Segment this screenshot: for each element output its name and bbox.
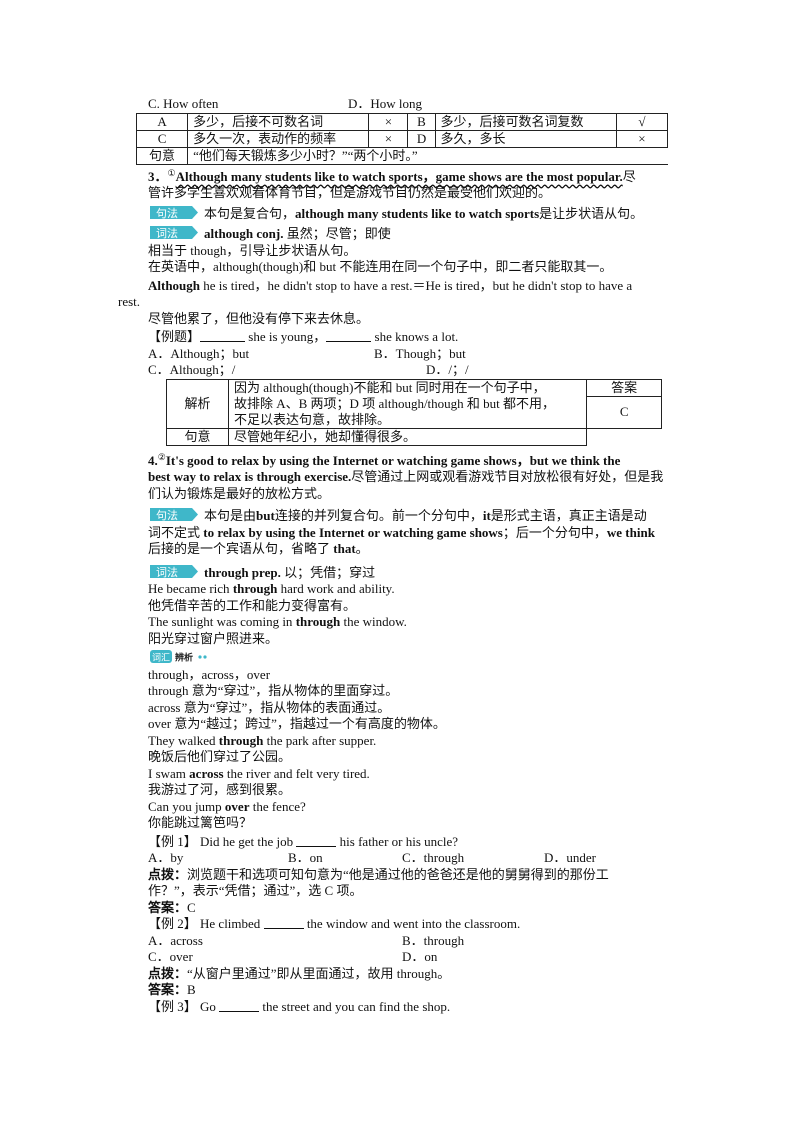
- text-line: 他凭借辛苦的工作和能力变得富有。: [148, 597, 357, 613]
- item3-sentence: 3．①Although many students like to watch …: [148, 167, 636, 184]
- options-row: A．across B．through: [148, 932, 465, 948]
- text-line: The sunlight was coming in through the w…: [148, 614, 407, 629]
- option-c: C. How often: [148, 96, 219, 111]
- answer-blank: [219, 1000, 260, 1012]
- text-line: 你能跳过篱笆吗？: [148, 815, 253, 830]
- text-line: through 意为“穿过”，指从物体的里面穿过。: [148, 683, 399, 698]
- syntax-note: 句法本句是复合句，although many students like to …: [148, 205, 680, 223]
- table-row: A 多少，后接不可数名词 × B 多少，后接可数名词复数 √: [135, 112, 669, 131]
- svg-text:词法: 词法: [156, 226, 178, 240]
- svg-text:句法: 句法: [156, 206, 178, 220]
- example-1: 【例 1】 Did he get the job his father or h…: [148, 833, 459, 849]
- answer-table-2: 解析 因为 although(though)不能和 but 同时用在一个句子中，…: [166, 378, 662, 446]
- options-row: C．over D．on: [148, 949, 438, 964]
- text-line: Can you jump over the fence?: [148, 798, 306, 814]
- example-question: 【例题】 she is young， she knows a lot.: [148, 329, 459, 344]
- answer-blank: [296, 835, 337, 847]
- table-row: C 多久一次，表动作的频率 × D 多久，多长 ×: [135, 129, 669, 148]
- text-line: 尽管他累了，但他没有停下来去休息。: [148, 310, 370, 326]
- options-row: C. How often D．How long: [148, 96, 680, 113]
- example-sentence: Although he is tired，he didn't stop to h…: [148, 277, 633, 293]
- vocab-compare-tag-icon: 词汇辨析: [148, 649, 208, 664]
- text-line: 们认为锻炼是最好的放松方式。: [148, 485, 331, 501]
- answer-blank: [326, 330, 372, 342]
- table-row: C: [167, 395, 662, 429]
- options-row: C．Although；/D．/；/: [148, 362, 469, 377]
- table-row: 句意 “他们每天锻炼多少小时？”“两个小时。”: [135, 146, 668, 165]
- syntax-note: 句法本句是由but连接的并列复合句。前一个分句中，it是形式主语，真正主语是动: [148, 507, 680, 525]
- text-line: 词不定式 to relax by using the Internet or w…: [148, 524, 655, 540]
- item4-sentence-cont: best way to relax is through exercise.尽管…: [148, 469, 664, 484]
- hint: 点拨：浏览题干和选项可知句意为“他是通过他的爸爸还是他的舅舅得到的那份工: [148, 866, 609, 882]
- svg-text:词汇: 词汇: [152, 653, 170, 664]
- item3-translation: 管许多学生喜欢观看体育节目，但是游戏节目仍然是最受他们欢迎的。: [148, 185, 552, 200]
- answer-table-1: A 多少，后接不可数名词 × B 多少，后接可数名词复数 √ C 多久一次，表动…: [135, 112, 669, 165]
- answer: 答案：B: [148, 982, 196, 997]
- text-line: I swam across the river and felt very ti…: [148, 765, 370, 781]
- text-line: 相当于 though，引导让步状语从句。: [148, 242, 357, 258]
- text-line: 在英语中，although(though)和 but 不能连用在同一个句子中，即…: [148, 259, 613, 274]
- answer-blank: [200, 330, 246, 342]
- example-3: 【例 3】 Go the street and you can find the…: [148, 998, 451, 1014]
- options-row: A．by B．on C．through D．under: [148, 850, 596, 865]
- syntax-tag-icon: 句法: [148, 205, 200, 220]
- answer: 答案：C: [148, 899, 196, 915]
- text-line: across 意为“穿过”，指从物体的表面通过。: [148, 699, 391, 715]
- table-row: 句意 尽管她年纪小，她却懂得很多。: [166, 427, 662, 446]
- text-line: rest.: [118, 294, 141, 309]
- text-line: They walked through the park after suppe…: [148, 732, 377, 748]
- table-row: 解析 因为 although(though)不能和 but 同时用在一个句子中，…: [166, 378, 662, 429]
- hint: 点拨：“从窗户里通过”即从里面通过，故用 through。: [148, 965, 451, 981]
- lexis-tag-icon: 词法: [148, 564, 200, 579]
- text-line: 晚饭后他们穿过了公园。: [148, 749, 292, 764]
- option-d: D．How long: [348, 96, 423, 111]
- svg-text:词法: 词法: [156, 565, 178, 579]
- text-line: 阳光穿过窗户照进来。: [148, 630, 279, 646]
- text-line: He became rich through hard work and abi…: [148, 581, 395, 596]
- page: C. How often D．How long A 多少，后接不可数名词 × B…: [118, 96, 680, 1015]
- syntax-tag-icon: 句法: [148, 507, 200, 522]
- text-line: 作？”，表示“凭借；通过”，选 C 项。: [148, 883, 363, 898]
- text-line: 我游过了河，感到很累。: [148, 782, 292, 797]
- example-2: 【例 2】 He climbed the window and went int…: [148, 916, 521, 931]
- text-line: 后接的是一个宾语从句，省略了 that。: [148, 541, 369, 556]
- lexis-tag-icon: 词法: [148, 225, 200, 240]
- text-line: through，across，over: [148, 666, 271, 682]
- vocab-compare-tag: 词汇辨析: [148, 649, 680, 667]
- item4-sentence: 4.②It's good to relax by using the Inter…: [148, 451, 621, 468]
- answer-blank: [263, 917, 304, 929]
- svg-text:辨析: 辨析: [175, 652, 193, 664]
- text-line: over 意为“越过；跨过”，指越过一个有高度的物体。: [148, 716, 446, 731]
- svg-text:句法: 句法: [156, 508, 178, 522]
